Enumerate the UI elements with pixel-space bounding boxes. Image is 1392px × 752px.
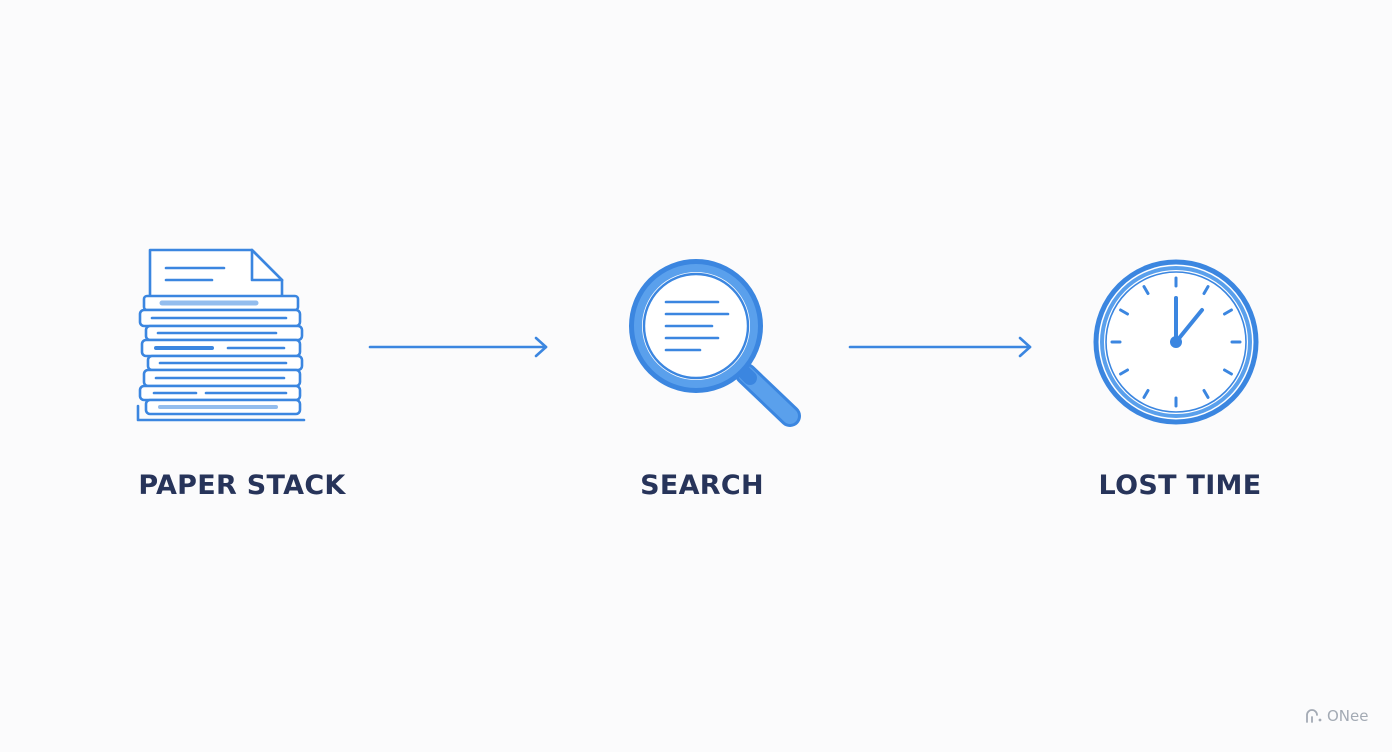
clock-tick [1119,368,1129,376]
arrow-right-icon [848,336,1034,358]
clock-tick [1142,389,1150,399]
clock-tick [1223,308,1233,316]
watermark: ONee [1304,704,1368,728]
magnifying-glass-icon [626,256,806,432]
logo-mark-icon [1304,707,1324,725]
clock-icon [1092,258,1260,426]
step-label-lost-time: LOST TIME [1098,470,1262,501]
step-label-search: SEARCH [640,470,764,501]
clock-tick [1223,368,1233,376]
step-label-paper-stack: PAPER STACK [138,470,346,501]
clock-tick [1202,389,1210,399]
arrow-right-icon [368,336,550,358]
clock-tick [1119,308,1129,316]
clock-tick [1202,285,1210,295]
watermark-text: ONee [1327,707,1369,725]
paper-stack-icon [136,246,308,424]
clock-tick [1142,285,1150,295]
